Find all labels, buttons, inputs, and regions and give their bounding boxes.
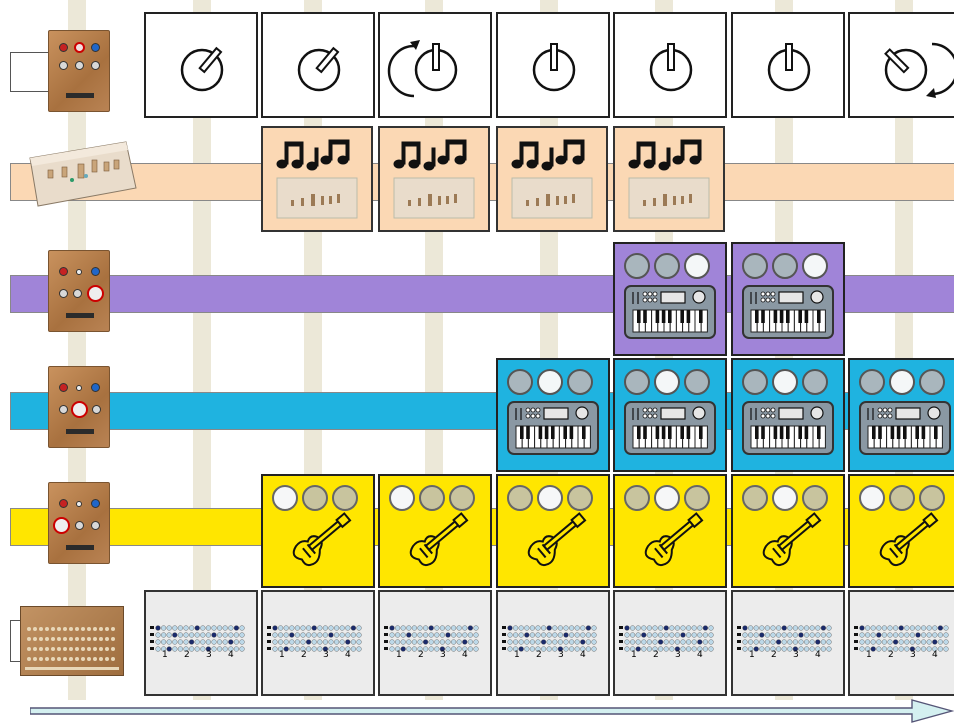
controller-box — [48, 482, 110, 564]
rotary-knob-icon — [731, 12, 845, 118]
synthesizer-icon — [496, 358, 610, 472]
sequencer-step-number: 3 — [206, 650, 212, 660]
step-sequencer-icon — [261, 590, 375, 696]
step-sequencer-icon — [378, 590, 492, 696]
sequencer-step-number: 3 — [558, 650, 564, 660]
electric-guitar-icon — [496, 474, 610, 588]
timeline-arrow — [29, 698, 954, 724]
rotary-knob-icon — [261, 12, 375, 118]
controller-box — [48, 250, 110, 332]
sequencer-step-number: 1 — [162, 650, 168, 660]
peg-board — [20, 606, 124, 676]
rotary-knob-icon — [848, 12, 954, 118]
sequencer-step-number: 3 — [675, 650, 681, 660]
electric-guitar-icon — [731, 474, 845, 588]
sequencer-step-number: 2 — [301, 650, 307, 660]
sequencer-step-number: 2 — [536, 650, 542, 660]
rotary-knob-icon — [613, 12, 727, 118]
synthesizer-icon — [613, 242, 727, 356]
music-notes-icon — [261, 126, 373, 232]
step-sequencer-icon — [144, 590, 258, 696]
step-sequencer-icon — [613, 590, 727, 696]
controller-box — [48, 366, 110, 448]
knob-row-tab — [10, 52, 50, 92]
sequencer-step-number: 4 — [462, 650, 468, 660]
step-sequencer-icon — [496, 590, 610, 696]
sequencer-step-number: 4 — [228, 650, 234, 660]
controller-box — [48, 30, 110, 112]
synthesizer-icon — [848, 358, 954, 472]
synthesizer-icon — [613, 358, 727, 472]
sequencer-step-number: 4 — [580, 650, 586, 660]
sequencer-step-number: 4 — [815, 650, 821, 660]
step-sequencer-icon — [848, 590, 954, 696]
sequencer-step-number: 2 — [888, 650, 894, 660]
sequencer-step-number: 2 — [653, 650, 659, 660]
electric-guitar-icon — [261, 474, 375, 588]
sequencer-step-number: 4 — [697, 650, 703, 660]
music-notes-icon — [378, 126, 490, 232]
rotary-knob-icon — [144, 12, 258, 118]
sequencer-step-number: 4 — [345, 650, 351, 660]
sequencer-step-number: 4 — [932, 650, 938, 660]
sequencer-step-number: 3 — [323, 650, 329, 660]
electric-guitar-icon — [378, 474, 492, 588]
rotary-knob-icon — [496, 12, 610, 118]
sequencer-step-number: 2 — [418, 650, 424, 660]
sequencer-step-number: 1 — [631, 650, 637, 660]
sequencer-step-number: 3 — [910, 650, 916, 660]
sequencer-step-number: 3 — [440, 650, 446, 660]
sequencer-step-number: 1 — [514, 650, 520, 660]
sequencer-step-number: 1 — [279, 650, 285, 660]
step-sequencer-icon — [731, 590, 845, 696]
music-notes-icon — [496, 126, 608, 232]
sequencer-step-number: 1 — [866, 650, 872, 660]
music-notes-icon — [613, 126, 725, 232]
electric-guitar-icon — [613, 474, 727, 588]
synthesizer-icon — [731, 242, 845, 356]
synthesizer-icon — [731, 358, 845, 472]
sequencer-step-number: 1 — [749, 650, 755, 660]
rotary-knob-icon — [378, 12, 492, 118]
sequencer-step-number: 1 — [396, 650, 402, 660]
sequencer-step-number: 2 — [184, 650, 190, 660]
sequencer-step-number: 2 — [771, 650, 777, 660]
electric-guitar-icon — [848, 474, 954, 588]
wooden-instrument — [26, 140, 138, 208]
sequencer-step-number: 3 — [793, 650, 799, 660]
